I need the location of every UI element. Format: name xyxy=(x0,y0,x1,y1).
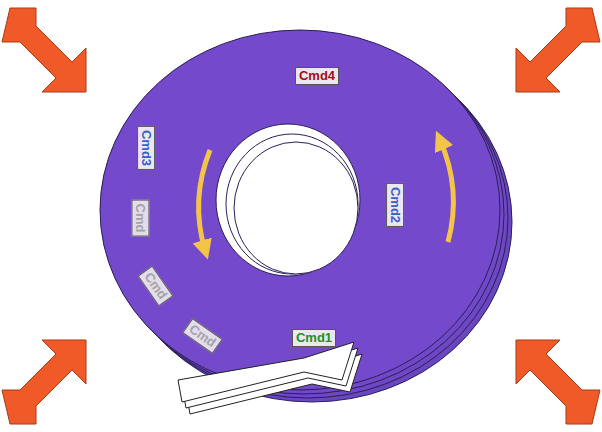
command-tag: Cmd4 xyxy=(295,67,339,85)
command-tag: Cmd xyxy=(131,200,149,237)
command-tag: Cmd2 xyxy=(386,183,404,227)
command-label: Cmd4 xyxy=(299,68,335,83)
command-label: Cmd2 xyxy=(388,187,403,223)
command-label: Cmd1 xyxy=(296,330,332,345)
command-tag: Cmd1 xyxy=(292,329,336,347)
command-tag: Cmd3 xyxy=(137,126,155,170)
command-label: Cmd3 xyxy=(139,130,154,166)
command-label: Cmd xyxy=(133,204,148,233)
